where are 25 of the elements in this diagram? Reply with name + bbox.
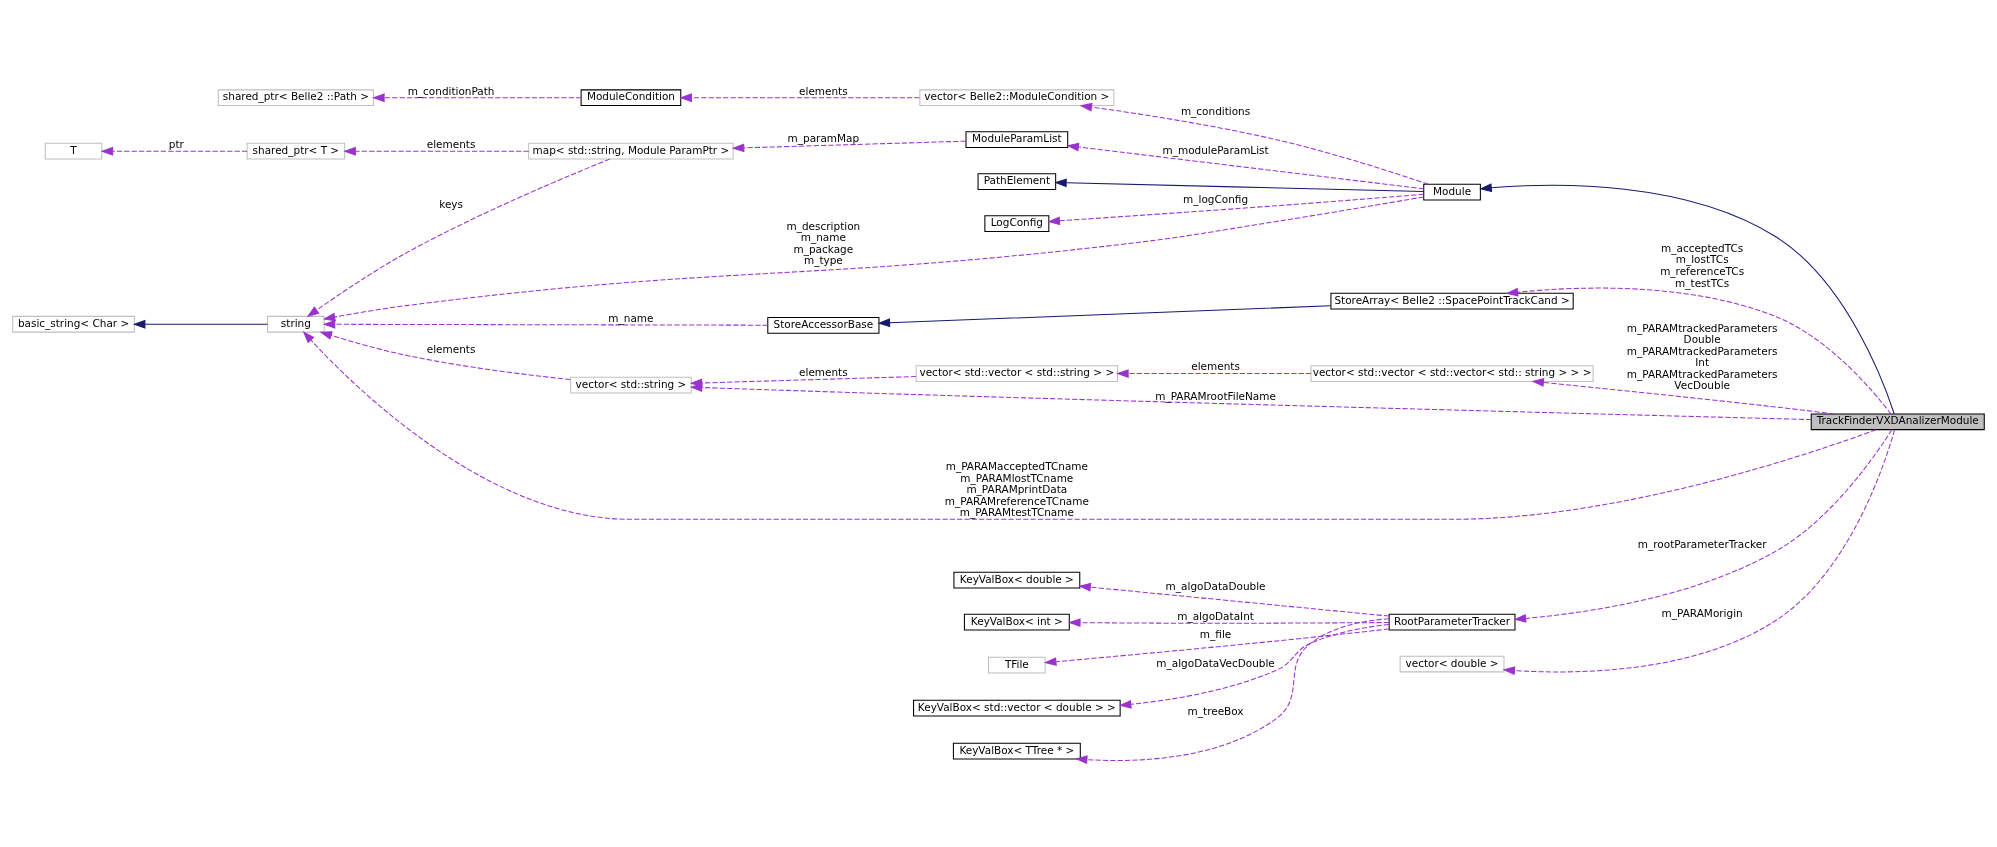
edge-label: elements xyxy=(426,342,476,355)
edge-label: m_PARAMacceptedTCname m_PARAMlostTCname m_PARAMprintData m_PARAMreferenceTCname m_PARAMtestTCname xyxy=(944,460,1089,519)
edge-label: m_algoDataDouble xyxy=(1165,579,1266,592)
edge-label: m_algoDataInt xyxy=(1177,609,1254,622)
edge-label: m_name xyxy=(608,312,654,325)
edge-label: m_description m_name m_package m_type xyxy=(786,219,861,267)
edge-label: elements xyxy=(799,84,848,97)
edge-label: m_acceptedTCs m_lostTCs m_referenceTCs m_testTCs xyxy=(1660,241,1745,289)
edge-label: m_treeBox xyxy=(1187,705,1244,718)
edge-label: ptr xyxy=(168,138,184,151)
edge-label: m_rootParameterTracker xyxy=(1637,537,1767,550)
edge-label: elements xyxy=(799,365,848,378)
edge-label: m_moduleParamList xyxy=(1162,144,1269,157)
edge-label: keys xyxy=(439,197,463,210)
edge-label: m_PARAMtrackedParameters Double m_PARAMtrackedParameters Int m_PARAMtrackedParameters VecDouble xyxy=(1626,321,1778,392)
edge-label: m_conditions xyxy=(1180,104,1251,117)
edge-label: m_paramMap xyxy=(787,131,860,144)
edge-label: m_algoDataVecDouble xyxy=(1156,657,1275,670)
edge-label: m_PARAMorigin xyxy=(1661,606,1743,619)
edge-label: m_PARAMrootFileName xyxy=(1155,389,1276,402)
edge-label: m_conditionPath xyxy=(407,84,495,97)
edge-label: elements xyxy=(1191,360,1240,373)
edge-label: m_file xyxy=(1199,627,1232,640)
edge-label: elements xyxy=(426,138,476,151)
edge-label: m_logConfig xyxy=(1183,192,1249,205)
